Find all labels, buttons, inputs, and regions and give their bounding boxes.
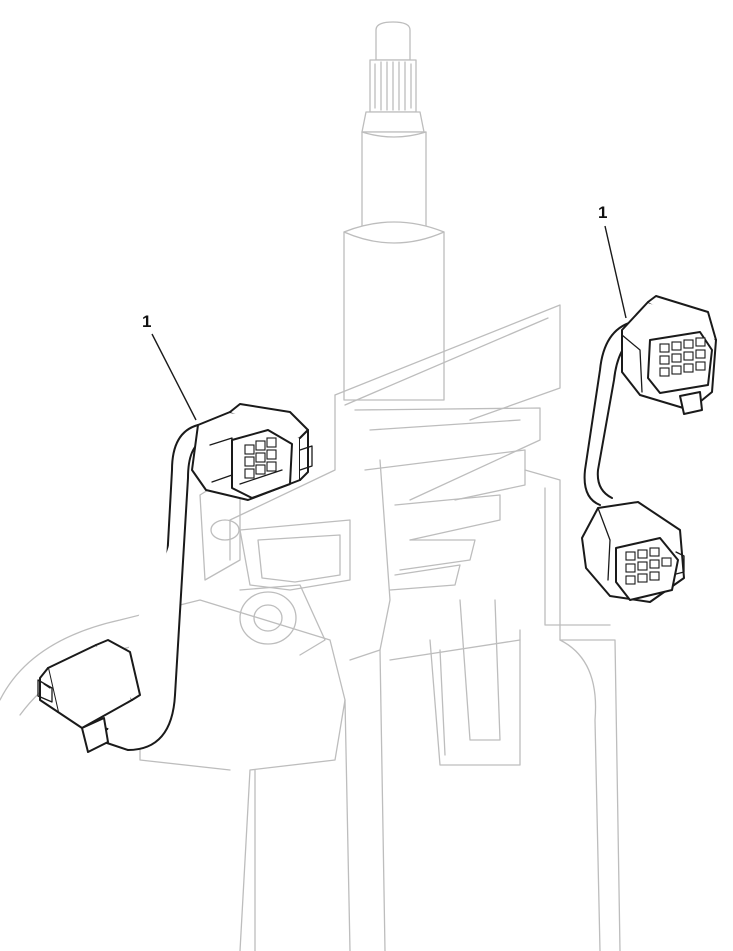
- connector-right-lower: [581, 501, 685, 603]
- steering-column-assembly-ghost: [0, 21, 621, 951]
- connector-right-upper: [621, 295, 717, 415]
- connector-left-lower: [37, 639, 141, 753]
- leader-line-left: [151, 333, 197, 421]
- callout-label-right: 1: [598, 203, 607, 222]
- connector-left-upper: [191, 403, 313, 501]
- leader-line-right: [604, 225, 627, 319]
- callout-left: 1: [142, 312, 197, 421]
- column-housing: [0, 304, 621, 951]
- wiring-harness-right[interactable]: [581, 295, 717, 603]
- steering-shaft: [343, 21, 445, 401]
- callout-right: 1: [598, 203, 627, 319]
- wiring-harness-left[interactable]: [37, 403, 313, 753]
- callout-label-left: 1: [142, 312, 151, 331]
